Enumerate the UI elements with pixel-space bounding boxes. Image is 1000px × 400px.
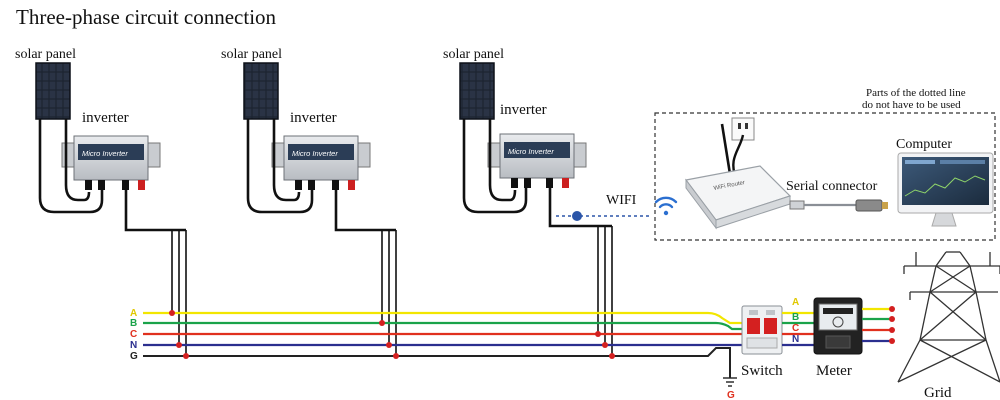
wifi-icon bbox=[654, 196, 678, 216]
line-label-b: B bbox=[130, 318, 137, 329]
solar-panel-label: solar panel bbox=[221, 47, 282, 62]
line-label-right-a: A bbox=[792, 297, 799, 308]
line-label-right-n: N bbox=[792, 334, 799, 345]
solar-panel bbox=[243, 62, 279, 120]
device-text: Micro Inverter bbox=[508, 147, 554, 156]
wifi-router: WiFi Router bbox=[684, 123, 792, 230]
meter-grid-wires bbox=[862, 307, 892, 343]
solar-panel-label: solar panel bbox=[15, 47, 76, 62]
micro-inverter: Micro Inverter bbox=[487, 133, 587, 188]
switch-label: Switch bbox=[741, 363, 783, 379]
bus-lines bbox=[143, 311, 748, 378]
micro-inverter: Micro Inverter bbox=[61, 135, 161, 190]
unit-2: solar panel inverter Micro Inverter bbox=[221, 47, 396, 232]
energy-meter bbox=[813, 297, 863, 355]
grid-terminal-dots bbox=[889, 306, 895, 344]
ground-label: G bbox=[727, 390, 735, 400]
optional-equipment-box bbox=[654, 112, 996, 241]
line-a bbox=[143, 311, 748, 325]
wifi-label: WIFI bbox=[606, 193, 637, 208]
router-text: WiFi Router bbox=[713, 180, 745, 192]
line-label-g: G bbox=[130, 351, 138, 362]
line-label-c: C bbox=[130, 329, 137, 340]
switch-meter-wires bbox=[782, 311, 814, 347]
line-label-right-c: C bbox=[792, 323, 799, 334]
computer-monitor bbox=[897, 152, 994, 227]
transmission-tower bbox=[897, 251, 1000, 383]
computer-label: Computer bbox=[896, 137, 952, 152]
serial-connector bbox=[789, 199, 888, 212]
unit-3: solar panel inverter Micro Inverter bbox=[443, 47, 612, 228]
wifi-node bbox=[572, 211, 582, 221]
dotted-note-line-1: Parts of the dotted line bbox=[866, 87, 966, 99]
inverter-label: inverter bbox=[500, 102, 547, 118]
line-b bbox=[143, 321, 748, 331]
unit-1: solar panel inverter Micro Inverter bbox=[15, 47, 186, 232]
solar-panel bbox=[459, 62, 495, 120]
inverter-label: inverter bbox=[290, 110, 337, 126]
line-g bbox=[143, 347, 731, 378]
device-text: Micro Inverter bbox=[82, 149, 128, 158]
line-label-a: A bbox=[130, 308, 137, 319]
grid-label: Grid bbox=[924, 385, 952, 400]
solar-panel-label: solar panel bbox=[443, 47, 504, 62]
meter-label: Meter bbox=[816, 363, 852, 379]
line-label-right-b: B bbox=[792, 312, 799, 323]
dotted-note-line-2: do not have to be used bbox=[862, 99, 961, 111]
wifi-link: WIFI bbox=[556, 193, 678, 221]
page-title: Three-phase circuit connection bbox=[16, 5, 277, 29]
micro-inverter: Micro Inverter bbox=[271, 135, 371, 190]
drop-wires bbox=[171, 226, 613, 356]
breaker-switch bbox=[741, 305, 783, 355]
line-label-n: N bbox=[130, 340, 137, 351]
device-text: Micro Inverter bbox=[292, 149, 338, 158]
solar-panel bbox=[35, 62, 71, 120]
ground-symbol bbox=[723, 377, 737, 387]
inverter-label: inverter bbox=[82, 110, 129, 126]
serial-connector-label: Serial connector bbox=[786, 179, 878, 194]
junction-dots bbox=[169, 310, 615, 359]
